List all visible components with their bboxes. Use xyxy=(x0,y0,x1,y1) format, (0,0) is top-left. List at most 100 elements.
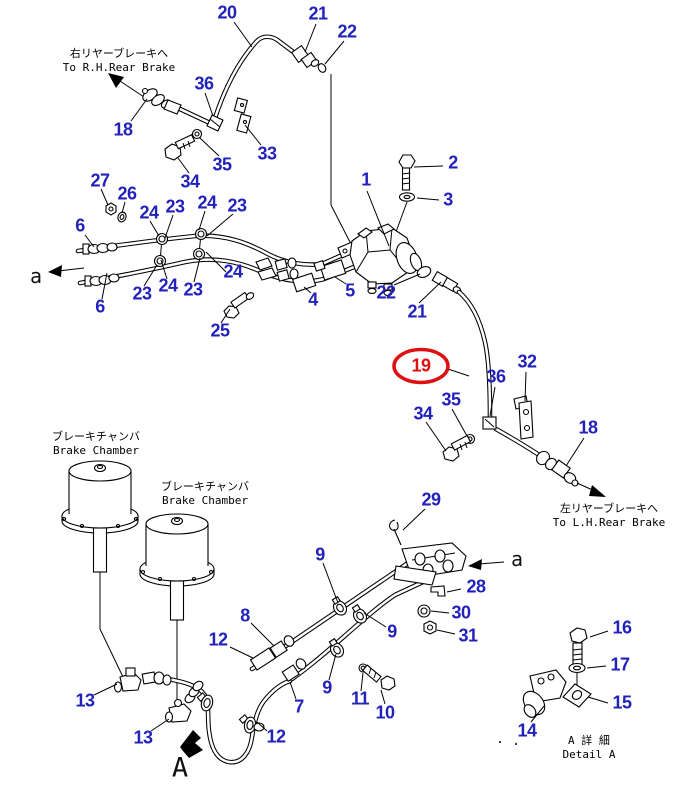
bolt-34-top xyxy=(164,134,196,161)
sleeve-5 xyxy=(313,259,347,281)
view-marker-a-right: a xyxy=(510,547,524,571)
fitting-36-lower xyxy=(482,416,497,430)
part-label-23[interactable]: 23 xyxy=(132,283,152,304)
valve-14 xyxy=(522,669,567,718)
nut-31 xyxy=(423,620,437,635)
part-label-24[interactable]: 24 xyxy=(197,192,217,213)
part-label-9[interactable]: 9 xyxy=(322,677,332,698)
part-label-23[interactable]: 23 xyxy=(165,196,185,217)
grommet-22-top xyxy=(317,63,327,73)
part-label-15[interactable]: 15 xyxy=(612,692,632,713)
part-label-24[interactable]: 24 xyxy=(223,261,243,282)
bottom-hose-assembly-drawing xyxy=(113,563,426,762)
part-label-29[interactable]: 29 xyxy=(421,489,441,510)
hook-29 xyxy=(389,519,402,546)
part-label-21[interactable]: 21 xyxy=(407,301,427,322)
part-label-24[interactable]: 24 xyxy=(158,275,178,296)
part-label-33[interactable]: 33 xyxy=(257,143,277,164)
bolt-25 xyxy=(223,291,255,319)
part-label-20[interactable]: 20 xyxy=(217,2,237,23)
bolt-10 xyxy=(361,664,396,691)
part-label-28[interactable]: 28 xyxy=(466,576,486,597)
bracket-32 xyxy=(513,395,534,440)
part-label-1[interactable]: 1 xyxy=(361,169,371,190)
washer-3 xyxy=(398,192,416,202)
rh-direction-arrow xyxy=(108,73,124,88)
washer-30 xyxy=(417,604,431,618)
part-label-9[interactable]: 9 xyxy=(315,544,325,565)
leader-lines xyxy=(84,21,609,732)
part-label-26[interactable]: 26 xyxy=(117,183,137,204)
view-marker-a-left: a xyxy=(29,264,43,288)
part-label-22[interactable]: 22 xyxy=(337,21,357,42)
part-label-35[interactable]: 35 xyxy=(441,389,461,410)
view-marker-A: A xyxy=(171,752,189,784)
part-label-23[interactable]: 23 xyxy=(183,279,203,300)
clamp-23-24-cluster-2 xyxy=(192,227,208,261)
part-label-6[interactable]: 6 xyxy=(75,215,85,236)
part-label-5[interactable]: 5 xyxy=(345,280,355,301)
part-label-8[interactable]: 8 xyxy=(240,605,250,626)
part-label-13[interactable]: 13 xyxy=(133,727,153,748)
part-label-11[interactable]: 11 xyxy=(350,688,370,709)
part-label-18[interactable]: 18 xyxy=(113,119,133,140)
clip-28 xyxy=(430,585,446,597)
sleeve-12-run xyxy=(249,647,277,671)
brake-valve-drawing xyxy=(337,154,462,297)
lh-direction-arrow xyxy=(589,485,606,497)
brake-chambers-drawing xyxy=(61,460,215,706)
part-label-17[interactable]: 17 xyxy=(610,654,630,675)
part-label-21[interactable]: 21 xyxy=(308,3,328,24)
fitting-21-valve xyxy=(431,270,462,294)
part-label-4[interactable]: 4 xyxy=(308,289,318,310)
part-label-35[interactable]: 35 xyxy=(212,154,232,175)
part-label-24[interactable]: 24 xyxy=(139,202,159,223)
fitting-18-rh xyxy=(141,87,182,115)
part-label-31[interactable]: 31 xyxy=(458,625,478,646)
part-label-6[interactable]: 6 xyxy=(95,296,105,317)
part-label-36[interactable]: 36 xyxy=(194,73,214,94)
nut-27 xyxy=(105,202,117,216)
fitting-21-top xyxy=(290,44,320,69)
part-label-12[interactable]: 12 xyxy=(208,629,228,650)
coil-fitting xyxy=(184,680,204,704)
part-label-12[interactable]: 12 xyxy=(266,726,286,747)
part-label-16[interactable]: 16 xyxy=(612,617,632,638)
fitting-6-lower xyxy=(84,273,120,287)
clamp-12-lower-hose xyxy=(238,714,265,734)
left-tube-cluster-drawing xyxy=(48,202,356,319)
part-label-10[interactable]: 10 xyxy=(375,702,395,723)
clamp-15 xyxy=(562,683,592,708)
elbow-13-first xyxy=(113,667,142,693)
part-label-32[interactable]: 32 xyxy=(517,351,537,372)
part-label-22[interactable]: 22 xyxy=(376,282,396,303)
part-label-23[interactable]: 23 xyxy=(227,195,247,216)
detail-A-arrow xyxy=(180,730,203,758)
part-label-25[interactable]: 25 xyxy=(210,320,230,341)
part-label-34[interactable]: 34 xyxy=(413,403,433,424)
part-label-27[interactable]: 27 xyxy=(90,170,110,191)
clamp-9-a xyxy=(331,595,348,616)
part-label-7[interactable]: 7 xyxy=(294,696,304,717)
clamp-23-24-cluster-1 xyxy=(153,232,169,268)
a-direction-arrow-right xyxy=(468,559,482,570)
part-label-2[interactable]: 2 xyxy=(448,152,458,173)
part-label-36[interactable]: 36 xyxy=(486,366,506,387)
part-label-18[interactable]: 18 xyxy=(578,417,598,438)
clamp-12-upper-hose xyxy=(196,692,214,712)
part-label-3[interactable]: 3 xyxy=(443,189,453,210)
part-label-13[interactable]: 13 xyxy=(75,690,95,711)
part-label-34[interactable]: 34 xyxy=(180,171,200,192)
bolt-34-lower xyxy=(442,434,472,462)
part-label-30[interactable]: 30 xyxy=(451,602,471,623)
part-label-9[interactable]: 9 xyxy=(387,621,397,642)
clamp-9-b xyxy=(351,603,368,624)
part-label-19[interactable]: 19 xyxy=(411,355,431,376)
bolt-2 xyxy=(398,154,416,191)
part-label-14[interactable]: 14 xyxy=(517,720,537,741)
